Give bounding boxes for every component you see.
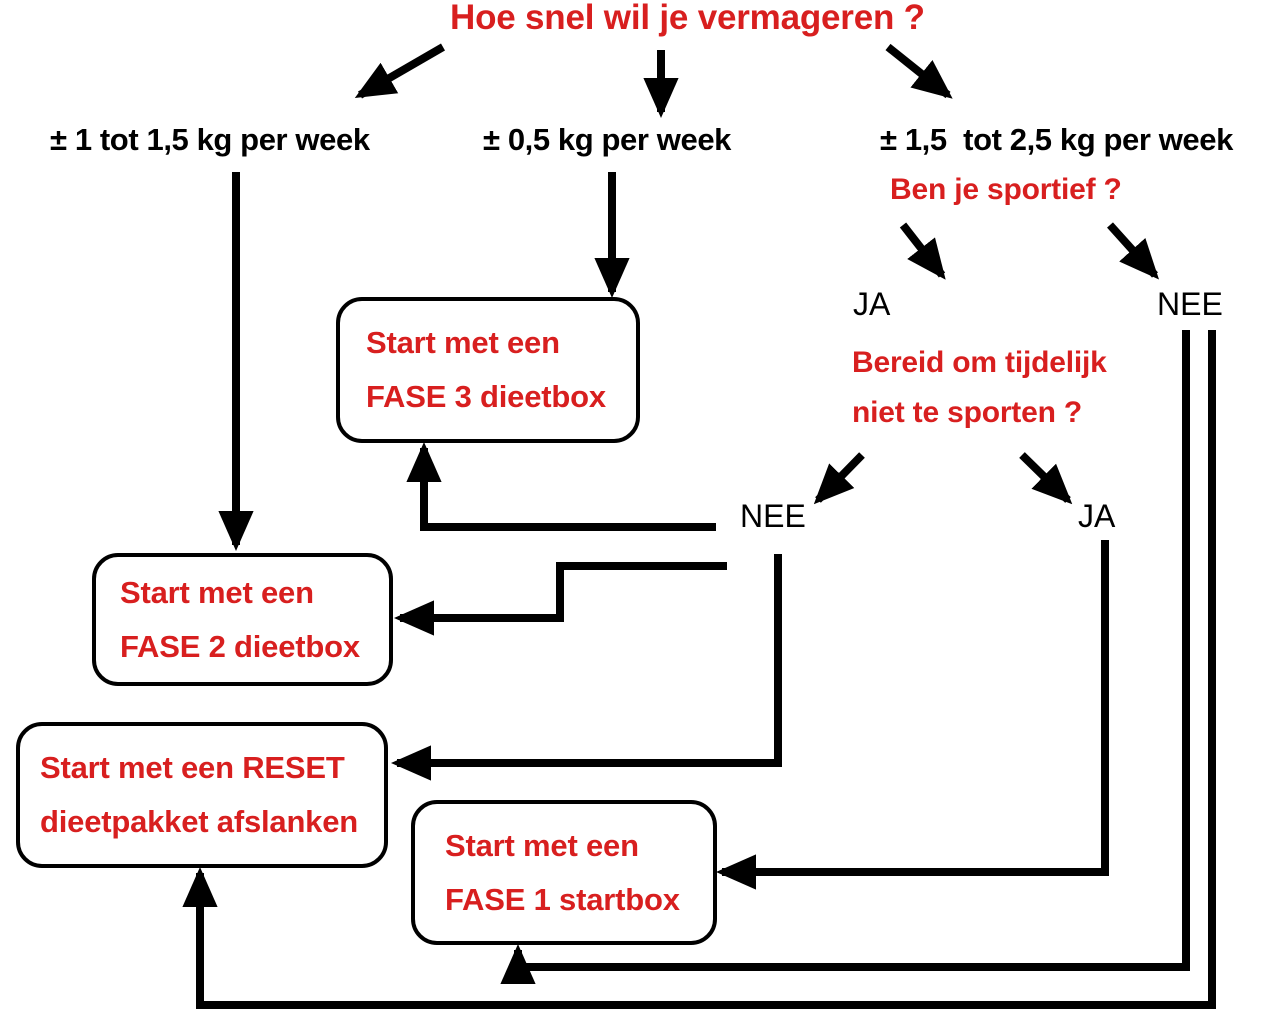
branch-label-right: ± 1,5 tot 2,5 kg per week <box>880 122 1233 157</box>
arrow-sportief-to-nee <box>1107 222 1160 280</box>
node-fase-1-line1: Start met een <box>445 827 639 863</box>
node-fase-3-line2: FASE 3 dieetbox <box>366 379 606 414</box>
arrow-nee-sportief-to-reset <box>182 330 1216 1009</box>
arrow-sportief-to-ja <box>899 222 946 280</box>
arrow-ja-to-fase1 <box>716 540 1109 890</box>
node-fase-3-dieetbox[interactable]: Start met een FASE 3 dieetbox <box>336 297 640 443</box>
answer-sporten-nee: NEE <box>740 498 806 534</box>
arrow-nee-to-fase3 <box>406 442 716 531</box>
node-fase-2-line1: Start met een <box>120 574 314 610</box>
node-fase-1-line2: FASE 1 startbox <box>445 881 680 917</box>
branch-label-middle: ± 0,5 kg per week <box>483 122 732 157</box>
question-sportief: Ben je sportief ? <box>890 173 1122 206</box>
node-fase-2-line2: FASE 2 dieetbox <box>120 628 360 664</box>
branch-label-left: ± 1 tot 1,5 kg per week <box>50 122 370 157</box>
root-question: Hoe snel wil je vermageren ? <box>450 0 925 37</box>
arrow-sporten-to-ja <box>1019 452 1073 505</box>
arrow-sporten-to-nee <box>813 452 865 505</box>
node-reset-line1: Start met een RESET <box>40 750 345 785</box>
answer-sportief-ja: JA <box>853 286 891 322</box>
node-fase-1-startbox[interactable]: Start met een FASE 1 startbox <box>411 800 717 945</box>
arrow-root-to-right <box>885 43 953 99</box>
question-tijdelijk-line1: Bereid om tijdelijk <box>852 346 1107 379</box>
arrow-nee-sportief-to-fase1 <box>500 330 1190 984</box>
node-fase-3-line1: Start met een <box>366 325 560 360</box>
arrow-root-to-left <box>354 43 446 99</box>
answer-sporten-ja: JA <box>1078 498 1116 534</box>
node-reset-dieetpakket[interactable]: Start met een RESET dieetpakket afslanke… <box>16 722 388 868</box>
arrow-nee-to-reset <box>391 554 782 781</box>
answer-sportief-nee: NEE <box>1157 286 1223 322</box>
node-fase-2-dieetbox[interactable]: Start met een FASE 2 dieetbox <box>92 553 393 686</box>
question-tijdelijk-line2: niet te sporten ? <box>852 396 1082 429</box>
node-reset-line2: dieetpakket afslanken <box>40 804 359 839</box>
arrow-step-to-fase2 <box>394 562 727 636</box>
